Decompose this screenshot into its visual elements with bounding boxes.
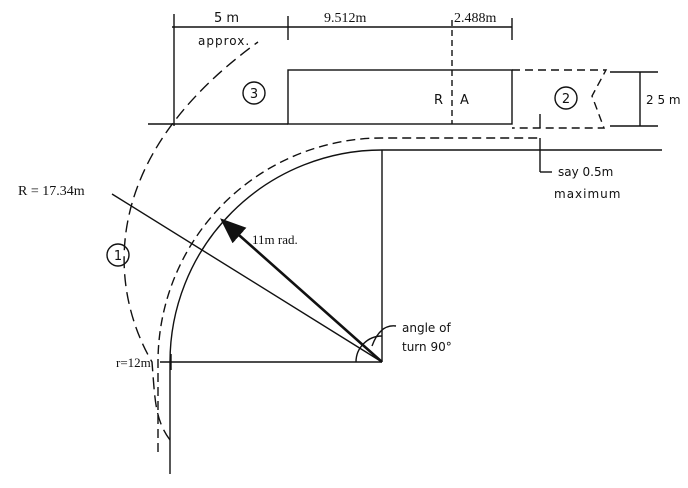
vehicle-dashed-front xyxy=(512,69,608,129)
kerb-line xyxy=(169,149,662,474)
marker-three-label: 3 xyxy=(250,87,258,102)
inner-radius-label: 11m rad. xyxy=(252,232,298,247)
angle-arc xyxy=(355,335,383,363)
angle-label-line1: angle of xyxy=(402,321,451,335)
outer-swept-path xyxy=(123,41,259,441)
inner-radius-arrow xyxy=(220,218,383,363)
outer-radius-label: R = 17.34m xyxy=(18,184,85,199)
dim-top-left-note: approx. xyxy=(198,34,250,48)
dim-top-right: 2.488m xyxy=(454,11,497,26)
marker-two-label: 2 xyxy=(562,92,570,107)
angle-leader xyxy=(371,325,397,347)
marker-two-circle xyxy=(554,86,578,110)
dim-top-left: 5 m xyxy=(214,11,239,26)
outer-radius-line xyxy=(111,193,383,363)
rear-axle-a: A xyxy=(460,93,469,108)
angle-label-line2: turn 90° xyxy=(402,340,452,354)
marker-one-label: 1 xyxy=(114,249,122,264)
marker-one-circle xyxy=(106,243,130,267)
turn-radius-label: r=12m xyxy=(116,355,151,370)
clearance-label-line1: say 0.5m xyxy=(558,165,613,179)
height-dimension-label: 2 5 m xyxy=(646,93,681,107)
inner-swept-path xyxy=(157,137,540,452)
clearance-label-line2: maximum xyxy=(554,187,621,201)
rear-axle-r: R xyxy=(434,93,443,108)
marker-three-circle xyxy=(242,81,266,105)
dim-top-middle: 9.512m xyxy=(324,11,367,26)
vehicle-body xyxy=(287,69,513,125)
